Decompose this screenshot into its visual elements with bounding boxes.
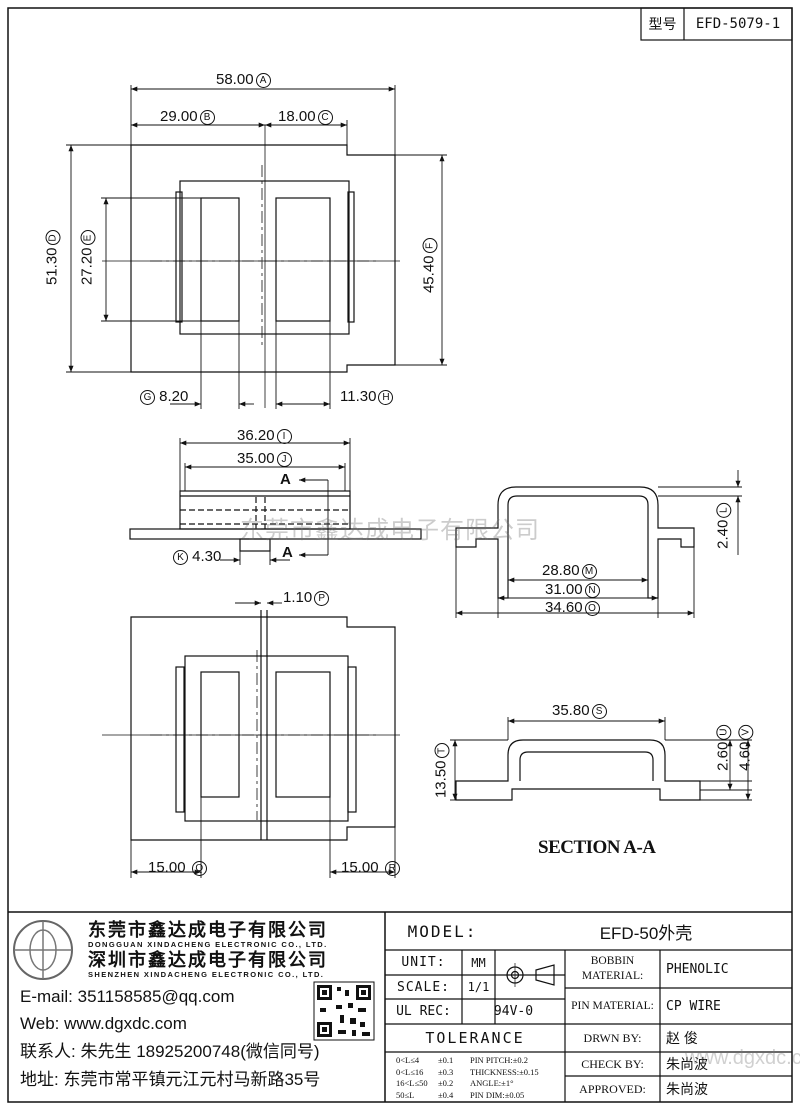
drawn-value: 赵 俊	[666, 1030, 698, 1046]
dim-f: 45.40F	[421, 238, 438, 293]
check-label: CHECK BY:	[581, 1056, 644, 1071]
dim-l: 2.40L	[714, 502, 731, 549]
ul-value: 94V-0	[493, 1004, 534, 1019]
section-marker-bottom: A	[282, 544, 293, 561]
dim-k: K 4.30	[171, 549, 221, 565]
check-value: 朱尚波	[666, 1056, 708, 1072]
bottom-view-outline	[130, 616, 396, 841]
dim-u: 2.60U	[714, 724, 731, 771]
bobbin-label: BOBBIN MATERIAL:	[581, 955, 644, 982]
approved-label: APPROVED:	[579, 1081, 646, 1096]
scale-value: 1/1	[467, 980, 490, 994]
dim-q: 15.00 Q	[148, 860, 207, 876]
model-label: MODEL:	[407, 921, 478, 941]
section-outline	[455, 739, 701, 801]
part-no-value: EFD-5079-1	[695, 16, 781, 32]
pin-label: PIN MATERIAL:	[571, 999, 654, 1012]
company-name-en: DONGGUAN XINDACHENG ELECTRONIC CO., LTD.	[88, 940, 328, 949]
bobbin-value: PHENOLIC	[666, 961, 729, 977]
unit-label: UNIT:	[401, 955, 446, 970]
contact-line: 联系人: 朱先生 18925200748(微信同号)	[20, 1042, 320, 1061]
top-view-outline	[130, 144, 396, 373]
dim-g: G 8.20	[138, 389, 188, 405]
qr-code	[313, 981, 375, 1041]
dim-v: 4.60V	[736, 724, 753, 771]
section-label: SECTION A-A	[538, 837, 656, 858]
unit-value: MM	[471, 955, 486, 970]
address-line: 地址: 东莞市常平镇元江元村马新路35号	[20, 1070, 321, 1089]
tolerance-label: TOLERANCE	[425, 1029, 525, 1047]
dim-e: 27.20E	[79, 230, 96, 285]
company2-name-cn: 深圳市鑫达成电子有限公司	[88, 950, 328, 970]
ul-label: UL REC:	[396, 1004, 451, 1019]
dim-t: 13.50T	[433, 743, 450, 798]
dim-r: 15.00 R	[341, 860, 400, 876]
url-watermark: www.dgxdc.com	[685, 1047, 800, 1069]
email-line: E-mail: 351158585@qq.com	[20, 987, 235, 1006]
web-line: Web: www.dgxdc.com	[20, 1014, 187, 1033]
scale-label: SCALE:	[397, 979, 450, 995]
drawn-label: DRWN BY:	[583, 1030, 642, 1045]
dim-d: 51.30D	[44, 230, 61, 285]
model-value: EFD-50外壳	[599, 923, 693, 943]
company-name-cn: 东莞市鑫达成电子有限公司	[88, 920, 328, 940]
company2-name-en: SHENZHEN XINDACHENG ELECTRONIC CO., LTD.	[88, 970, 325, 979]
watermark: 东莞市鑫达成电子有限公司	[240, 517, 540, 544]
approved-value: 朱尚波	[666, 1081, 708, 1097]
pin-value: CP WIRE	[666, 998, 721, 1014]
section-marker-top: A	[280, 471, 291, 488]
part-no-label: 型号	[648, 16, 677, 32]
